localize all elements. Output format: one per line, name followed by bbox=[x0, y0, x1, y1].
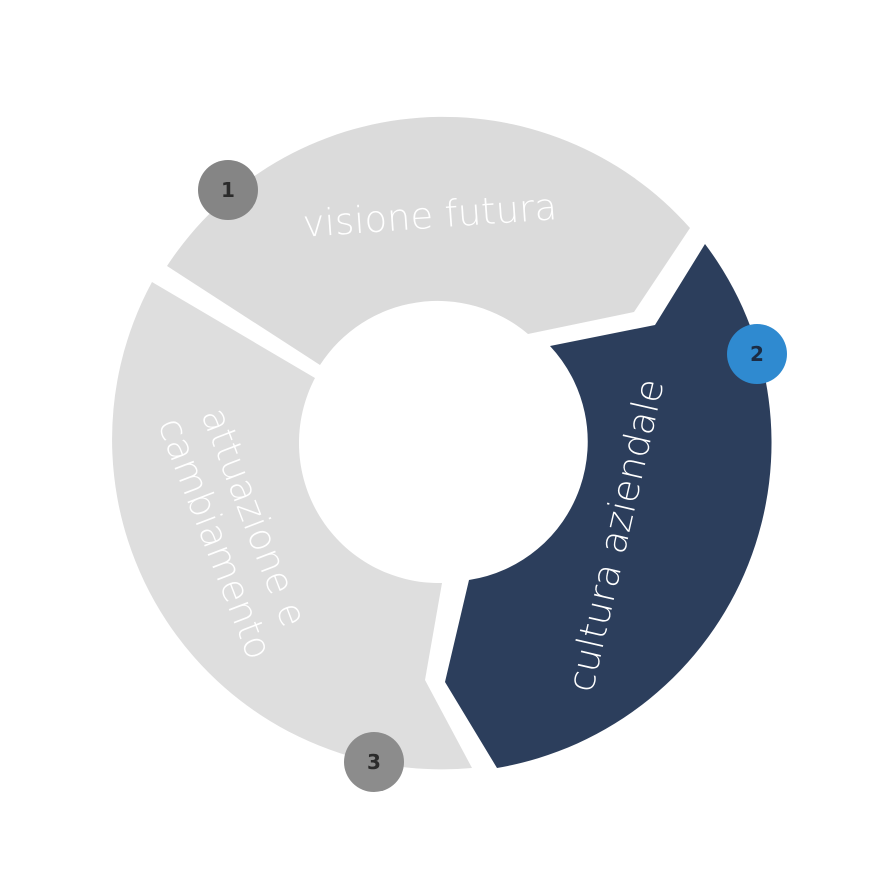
segment-visione-futura-shape bbox=[167, 116, 690, 365]
segment-cultura-aziendale: cultura aziendale bbox=[445, 244, 772, 768]
step-badge-3-circle bbox=[344, 732, 404, 792]
step-badge-1-circle bbox=[198, 160, 258, 220]
step-badge-3-number: 3 bbox=[367, 750, 381, 774]
step-badge-3: 3 bbox=[344, 732, 404, 792]
step-badge-1-number: 1 bbox=[221, 178, 235, 202]
step-badge-2: 2 bbox=[727, 324, 787, 384]
step-badge-2-number: 2 bbox=[750, 342, 764, 366]
segment-cultura-aziendale-shape bbox=[445, 244, 772, 768]
segment-visione-futura: visione futura bbox=[167, 116, 690, 365]
segment-attuazione-cambiamento: attuazione e cambiamento bbox=[112, 282, 473, 770]
step-badge-1: 1 bbox=[198, 160, 258, 220]
segment-attuazione-cambiamento-shape bbox=[112, 282, 473, 770]
step-badge-2-circle bbox=[727, 324, 787, 384]
